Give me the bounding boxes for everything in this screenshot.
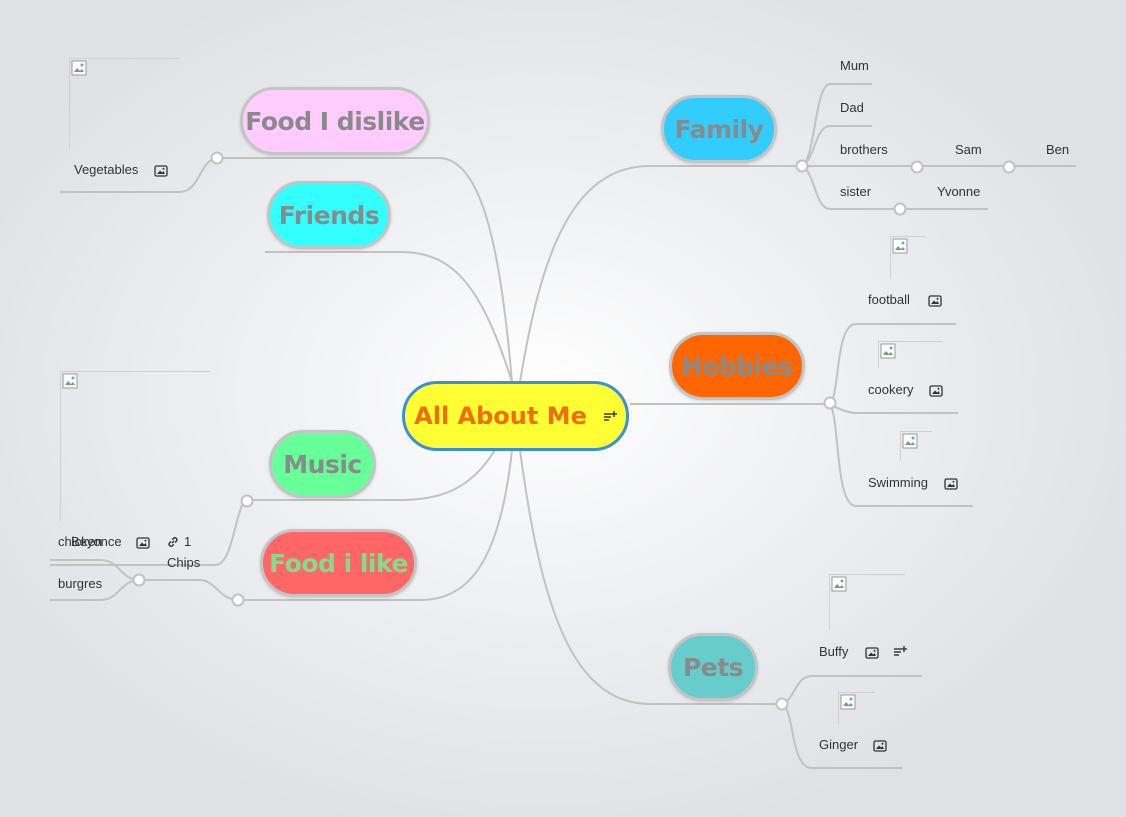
vegetables-image[interactable] xyxy=(69,58,180,148)
cookery-image[interactable] xyxy=(878,341,942,368)
image-icon[interactable] xyxy=(944,477,958,491)
broken-image-icon xyxy=(880,343,896,359)
subtopic-burgres[interactable]: burgres xyxy=(58,576,103,591)
subtopic-ben[interactable]: Ben xyxy=(1046,142,1070,157)
broken-image-icon xyxy=(62,373,78,389)
subtopic-sister[interactable]: sister xyxy=(840,184,872,199)
link-badge[interactable]: 1 xyxy=(166,534,191,549)
connector-mum xyxy=(801,83,872,167)
topic-food-like[interactable]: Food i like xyxy=(260,529,417,597)
link-icon xyxy=(168,536,178,547)
connector-swimming xyxy=(829,403,973,507)
link-count: 1 xyxy=(184,534,192,549)
connector-food-like xyxy=(140,449,513,601)
connector-friends xyxy=(265,251,513,383)
subtopic-chicken[interactable]: chicken xyxy=(58,534,103,549)
subtopic-mum[interactable]: Mum xyxy=(840,58,869,73)
subtopic-ginger[interactable]: Ginger xyxy=(819,737,859,752)
subtopic-beyonce[interactable]: Beyonce xyxy=(71,534,122,549)
subtopic-yvonne[interactable]: Yvonne xyxy=(937,184,981,199)
topic-music[interactable]: Music xyxy=(269,430,376,498)
broken-image-icon xyxy=(892,238,908,254)
swimming-image[interactable] xyxy=(900,431,932,461)
central-topic[interactable]: All About Me xyxy=(402,381,629,451)
collapse-handle-brothers[interactable] xyxy=(910,160,924,174)
subtopic-cookery[interactable]: cookery xyxy=(868,382,914,397)
subtopic-chips[interactable]: Chips xyxy=(167,555,201,570)
topic-pets[interactable]: Pets xyxy=(668,633,758,701)
collapse-handle-family[interactable] xyxy=(795,159,809,173)
topic-hobbies[interactable]: Hobbies xyxy=(669,332,805,400)
topic-friends[interactable]: Friends xyxy=(267,181,391,249)
buffy-image[interactable] xyxy=(829,574,905,630)
image-icon[interactable] xyxy=(154,164,168,178)
broken-image-icon xyxy=(840,694,856,710)
subtopic-brothers[interactable]: brothers xyxy=(840,142,888,157)
connector-food-dislike xyxy=(60,157,513,383)
collapse-handle-hobbies[interactable] xyxy=(823,396,837,410)
subtopic-football[interactable]: football xyxy=(868,292,910,307)
connector-music xyxy=(50,449,496,566)
collapse-handle-music[interactable] xyxy=(240,494,254,508)
notes-icon[interactable] xyxy=(893,645,907,659)
topic-family[interactable]: Family xyxy=(661,95,777,163)
subtopic-vegetables[interactable]: Vegetables xyxy=(74,162,139,177)
connector-pets xyxy=(519,449,782,705)
broken-image-icon xyxy=(831,576,847,592)
image-icon[interactable] xyxy=(929,384,943,398)
broken-image-icon xyxy=(902,433,918,449)
image-icon[interactable] xyxy=(873,739,887,753)
image-icon[interactable] xyxy=(136,536,150,550)
subtopic-buffy[interactable]: Buffy xyxy=(819,644,849,659)
topic-food-dislike[interactable]: Food I dislike xyxy=(240,87,430,155)
central-topic-label: All About Me xyxy=(414,402,587,430)
notes-icon[interactable] xyxy=(603,402,617,430)
ginger-image[interactable] xyxy=(838,692,875,724)
image-icon[interactable] xyxy=(928,294,942,308)
subtopic-swimming[interactable]: Swimming xyxy=(868,475,928,490)
football-image[interactable] xyxy=(890,236,926,279)
collapse-handle-chips[interactable] xyxy=(132,573,146,587)
connector-family xyxy=(519,165,802,383)
connector-cookery xyxy=(829,403,958,414)
image-icon[interactable] xyxy=(865,646,879,660)
subtopic-sam[interactable]: Sam xyxy=(955,142,982,157)
collapse-handle-sam[interactable] xyxy=(1002,160,1016,174)
collapse-handle-food-like[interactable] xyxy=(231,593,245,607)
collapse-handle-pets[interactable] xyxy=(775,697,789,711)
broken-image-icon xyxy=(71,60,87,76)
collapse-handle-sister[interactable] xyxy=(893,202,907,216)
beyonce-image[interactable] xyxy=(60,371,210,521)
collapse-handle-food-dislike[interactable] xyxy=(210,151,224,165)
subtopic-dad[interactable]: Dad xyxy=(840,100,864,115)
